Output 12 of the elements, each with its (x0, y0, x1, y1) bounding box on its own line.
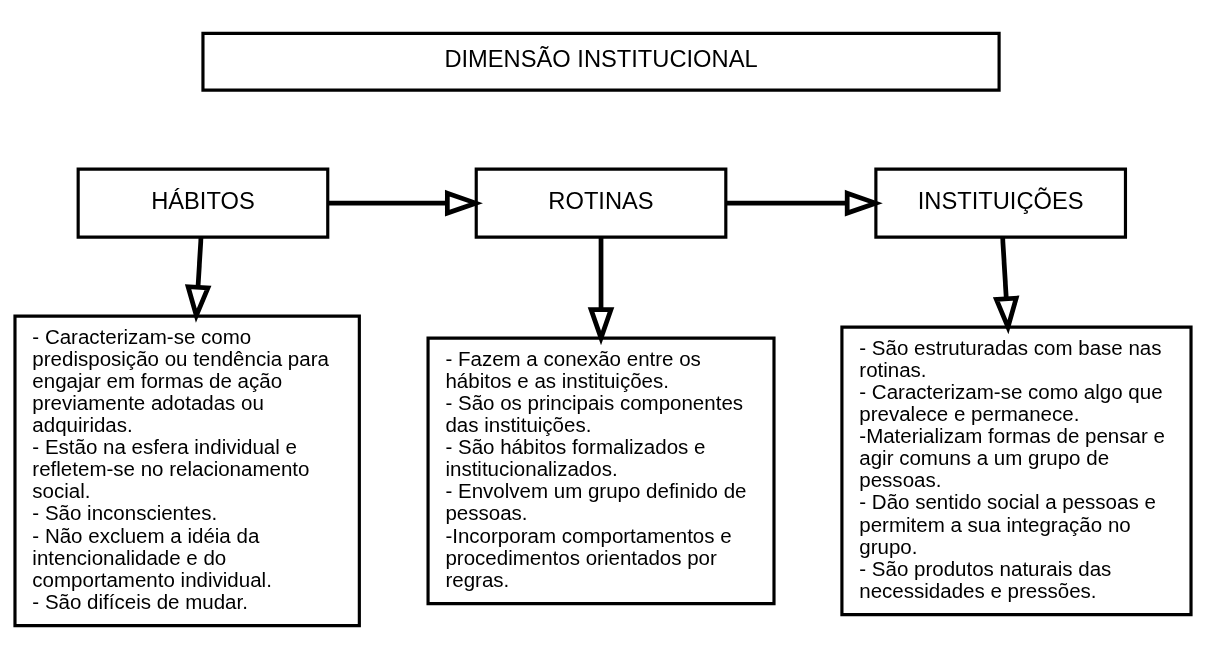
node-box: INSTITUIÇÕES (874, 167, 1128, 239)
node-box: - Caracterizam-se como predisposição ou tendência para engajar em formas de ação previamente adotadas ou adquiridas. - Estão na esfera individual e refletem-se no relacionamento social. - São inconscientes. - Não excluem a idéia da intencionalidade e do comportamento individual. - São difíceis de mudar. (13, 314, 361, 628)
arrow (184, 237, 212, 323)
arrow (992, 237, 1020, 335)
node-box: - Fazem a conexão entre os hábitos e as instituições. - São os principais componentes das instituições. - São hábitos formalizados e institucionalizados. - Envolvem um grupo definido de pessoas. -Incorporam comportamentos e procedimentos orientados por regras. (426, 336, 776, 606)
node-box: HÁBITOS (76, 167, 330, 239)
arrow (587, 237, 615, 346)
node-box: DIMENSÃO INSTITUCIONAL (201, 31, 1001, 92)
node-box: ROTINAS (474, 167, 728, 239)
arrow (328, 189, 483, 217)
node-box: - São estruturadas com base nas rotinas. - Caracterizam-se como algo que prevalece e permanece. -Materializam formas de pensar e agir comuns a um grupo de pessoas. - Dão sentido social a pessoas e permitem a sua integração no grupo. - São produtos naturais das necessidades e pressões. (840, 325, 1193, 617)
arrow (725, 189, 883, 217)
